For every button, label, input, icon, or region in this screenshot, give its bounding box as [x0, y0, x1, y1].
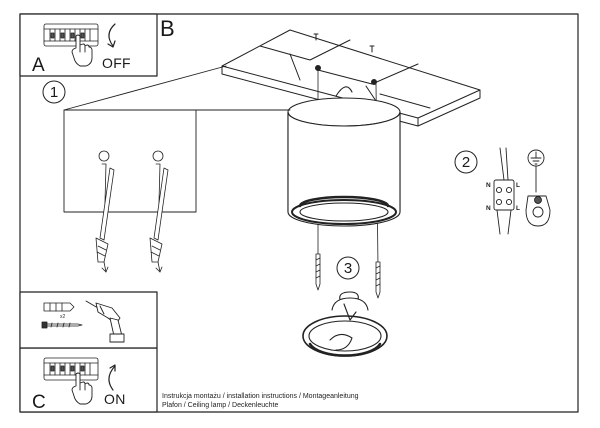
switch-off-arrow-icon: [107, 23, 116, 48]
panel-a-label: A: [32, 55, 45, 76]
callout-box: [63, 65, 291, 213]
mounting-screw: [375, 261, 381, 299]
drill-direction-arrow: [101, 261, 163, 273]
wall-plug-icon: [43, 302, 75, 312]
step-number: 2: [461, 154, 471, 171]
tools-panel-frame: [19, 291, 158, 349]
fuse-box-icon: [43, 23, 99, 47]
footer-subtitle: Plafon / Ceiling lamp / Deckenleuchte: [162, 402, 279, 409]
terminal-label-l: L: [516, 205, 520, 212]
dowel-anchor-icon: [95, 163, 115, 263]
panel-b-label: B: [160, 16, 175, 41]
screw-icon: [41, 321, 83, 329]
panel-c-label: C: [32, 392, 46, 413]
anchor-hole: [98, 150, 164, 162]
switch-off-label: OFF: [102, 55, 131, 71]
terminal-label-n: N: [486, 182, 491, 189]
terminal-label-l: L: [516, 182, 520, 189]
step-marker: [454, 150, 478, 174]
screw-quantity-label: x2: [60, 314, 66, 320]
lamp-cylinder: [287, 97, 401, 227]
ground-symbol-icon: [527, 149, 545, 193]
step-marker: [336, 256, 360, 280]
wire-connector-icon: [493, 147, 515, 235]
step-number: 1: [49, 84, 59, 101]
hand-icon: [71, 34, 93, 67]
panel-b-frame: [19, 13, 579, 413]
drill-icon: [85, 300, 125, 343]
footer-title: Instrukcja montażu / installation instru…: [162, 393, 359, 400]
terminal-label-n: N: [486, 205, 491, 212]
step-marker: [42, 80, 66, 104]
mounting-screw: [315, 253, 321, 291]
step-number: 3: [343, 260, 353, 277]
switch-on-arrow-icon: [108, 364, 116, 391]
ground-terminal-icon: [525, 195, 551, 227]
fuse-box-icon: [43, 357, 99, 381]
hand-icon: [71, 372, 93, 405]
bulb-icon: [302, 291, 388, 357]
switch-on-label: ON: [104, 391, 126, 407]
